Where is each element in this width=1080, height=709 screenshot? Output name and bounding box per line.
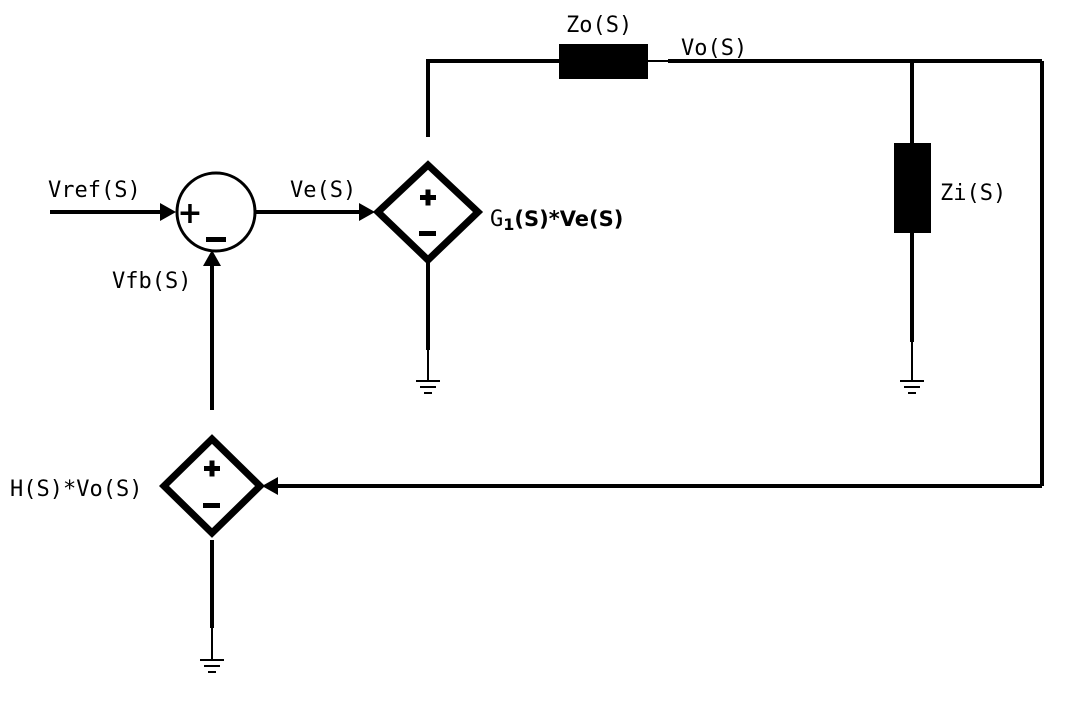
- summer-minus-sign: [206, 237, 226, 242]
- wires: [50, 59, 1044, 628]
- label-vfb: Vfb(S): [112, 269, 191, 294]
- arrow-ve: [359, 203, 375, 221]
- wire-g1-to-zo: [426, 59, 560, 137]
- h-plus-sign-vert: [209, 460, 215, 477]
- label-ve: Ve(S): [290, 178, 356, 203]
- label-vo: Vo(S): [681, 36, 747, 61]
- arrowheads: [160, 203, 375, 495]
- ground-symbol-zi: [900, 342, 924, 394]
- label-g1-source: G1(S)*Ve(S): [490, 207, 623, 234]
- ground-symbol-h: [200, 628, 224, 673]
- arrow-vref: [160, 203, 176, 221]
- label-zi: Zi(S): [940, 181, 1006, 206]
- h-minus-sign: [203, 503, 220, 508]
- zi-impedance: [894, 143, 931, 233]
- label-vref: Vref(S): [48, 178, 141, 203]
- label-g1-prefix: G: [490, 207, 503, 232]
- summer-plus-sign: +: [177, 196, 202, 231]
- label-zo: Zo(S): [566, 13, 632, 38]
- g1-dependent-source: [372, 160, 484, 265]
- h-dependent-source: [158, 434, 266, 538]
- label-g1-expr: (S)*Ve(S): [514, 207, 623, 231]
- arrow-vfb: [203, 250, 221, 266]
- ground-symbol-g1: [416, 350, 440, 394]
- summing-junction: +: [175, 171, 257, 253]
- g1-plus-sign-vert: [425, 189, 431, 206]
- g1-minus-sign: [419, 231, 436, 236]
- zo-impedance: [559, 44, 648, 79]
- label-h-source: H(S)*Vo(S): [10, 477, 142, 502]
- arrow-feedback: [262, 477, 278, 495]
- label-g1-subscript: 1: [503, 215, 514, 234]
